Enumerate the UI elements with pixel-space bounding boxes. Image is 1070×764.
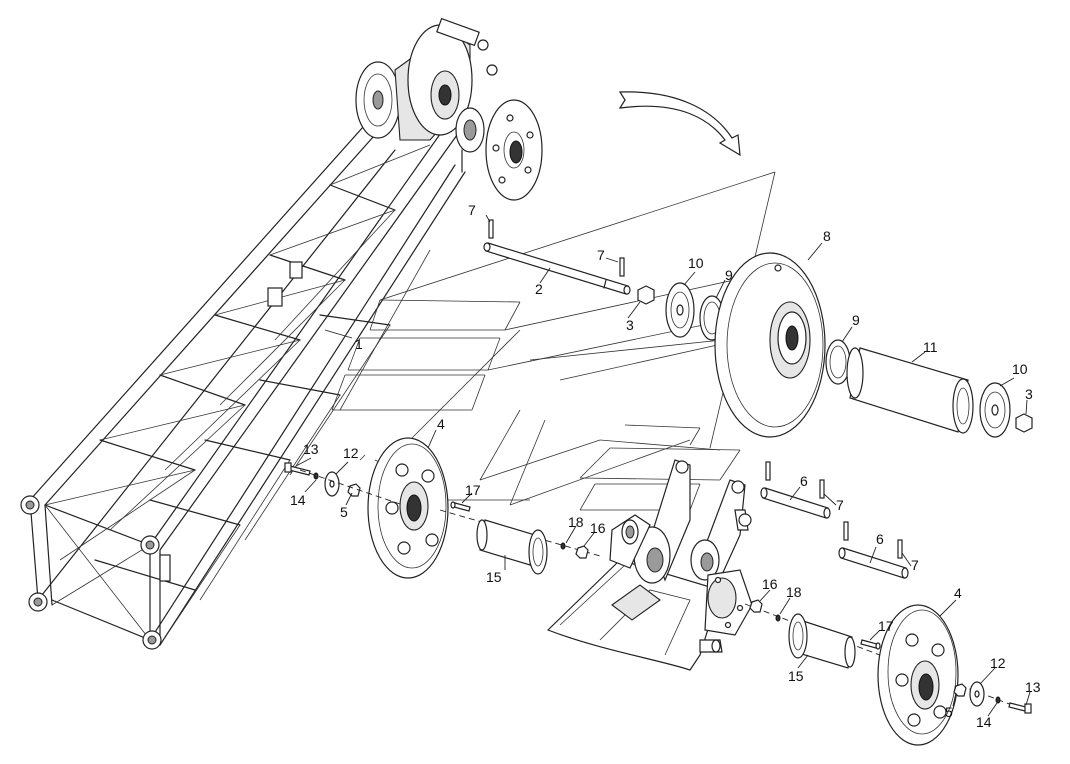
washer (665, 282, 695, 338)
boom-plate (289, 261, 303, 279)
callout-7: 7 (836, 497, 844, 513)
callout-9: 9 (725, 267, 733, 283)
bolt (450, 501, 471, 512)
wheel-left (367, 437, 449, 579)
split-pin (819, 479, 825, 499)
callout-5: 5 (340, 504, 348, 520)
shaft (483, 242, 631, 295)
callout-4: 4 (437, 416, 445, 432)
lock-washer (313, 472, 319, 480)
curved-arrow-icon (618, 91, 741, 157)
callout-7: 7 (597, 247, 605, 263)
callout-16: 16 (590, 520, 606, 536)
cap-washer (324, 471, 340, 497)
callout-18: 18 (568, 514, 584, 530)
split-pin (765, 461, 771, 481)
bolt (860, 639, 881, 650)
bolt (284, 462, 311, 476)
callout-leaders (295, 214, 1031, 717)
callout-17: 17 (465, 482, 481, 498)
callout-10: 10 (688, 255, 704, 271)
boom-plate (159, 554, 171, 582)
washer (979, 382, 1011, 438)
callout-13: 13 (1025, 679, 1041, 695)
lock-washer (775, 614, 781, 622)
pin (838, 547, 909, 579)
callout-labels: 1 2 3 3 4 4 5 5 6 6 7 7 7 7 8 9 9 10 10 … (290, 202, 1041, 730)
base-bracket (546, 459, 753, 671)
pin (760, 487, 831, 519)
callout-14: 14 (976, 714, 992, 730)
callout-16: 16 (762, 576, 778, 592)
callout-15: 15 (486, 569, 502, 585)
callout-14: 14 (290, 492, 306, 508)
callout-3: 3 (1025, 386, 1033, 402)
callout-3: 3 (626, 317, 634, 333)
cap-washer (969, 681, 985, 707)
lock-washer (560, 542, 566, 550)
bolt (1008, 702, 1032, 714)
callout-13: 13 (303, 441, 319, 457)
wheel-right (877, 604, 959, 746)
callout-9: 9 (852, 312, 860, 328)
split-pin (843, 521, 849, 541)
spacer-tube (846, 347, 974, 434)
hub-sleeve (476, 519, 548, 575)
hub-sleeve (788, 613, 856, 669)
nut (637, 285, 655, 305)
lock-washer (995, 696, 1001, 704)
callout-6: 6 (876, 531, 884, 547)
nut (1015, 413, 1033, 433)
callout-4: 4 (954, 585, 962, 601)
callout-6: 6 (800, 473, 808, 489)
nut (749, 599, 763, 613)
callout-18: 18 (786, 584, 802, 600)
callout-2: 2 (535, 281, 543, 297)
callout-7: 7 (911, 557, 919, 573)
boom-plate (267, 287, 283, 307)
nut (953, 683, 967, 697)
split-pin (897, 539, 903, 559)
callout-12: 12 (990, 655, 1006, 671)
split-pin (488, 219, 494, 239)
lattice-boom (20, 79, 466, 650)
callout-1: 1 (355, 336, 363, 352)
callout-8: 8 (823, 228, 831, 244)
nut (575, 545, 589, 559)
callout-7: 7 (468, 202, 476, 218)
split-pin (619, 257, 625, 277)
callout-11: 11 (923, 339, 938, 355)
callout-5: 5 (945, 704, 953, 720)
callout-10: 10 (1012, 361, 1028, 377)
callout-17: 17 (878, 618, 894, 634)
boom-head-assembly (355, 17, 543, 201)
callout-12: 12 (343, 445, 359, 461)
bearing-ring (825, 339, 851, 385)
callout-15: 15 (788, 668, 804, 684)
sheave (714, 252, 826, 438)
head-bracket (436, 17, 480, 47)
